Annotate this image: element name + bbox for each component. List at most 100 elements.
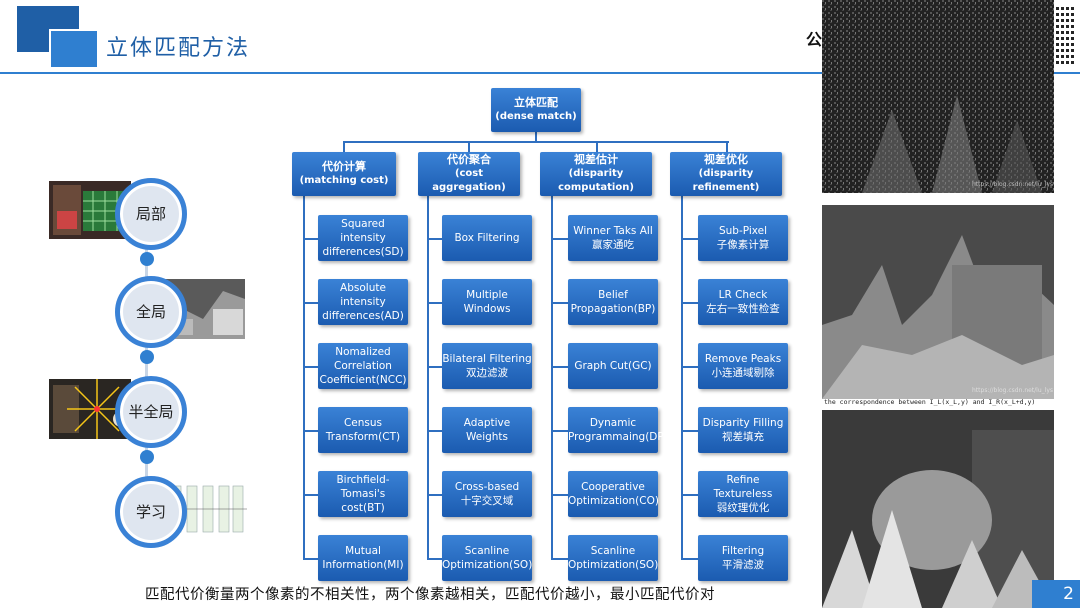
leaf-line-1: Scanline <box>464 545 510 557</box>
connector-line <box>681 430 698 432</box>
leaf-line-1: Refine Textureless <box>713 474 773 500</box>
connector-line <box>303 238 318 240</box>
leaf-lr-check: LR Check 左右一致性检查 <box>698 279 788 325</box>
header-decoration-light <box>49 29 99 69</box>
leaf-line-1: Squared intensity <box>340 218 386 244</box>
qr-code-pattern <box>1054 4 1076 64</box>
connector-line <box>551 238 568 240</box>
disp2-caption: the correspondence between I_L(x_L,y) an… <box>824 398 1036 406</box>
leaf-ad: Absolute intensity differences(AD) <box>318 279 408 325</box>
category-cost-aggregation: 代价聚合 (cost aggregation) <box>418 152 520 196</box>
leaf-line-1: Multiple Windows <box>463 289 511 315</box>
method-connector-dot <box>140 450 154 464</box>
disparity-image-noisy: https://blog.csdn.net/lu_lys <box>822 0 1054 193</box>
category-en: (disparity computation) <box>558 168 634 193</box>
leaf-line-1: Remove Peaks <box>704 353 782 365</box>
method-global: 全局 <box>115 276 187 348</box>
leaf-line-2: Programmaing(DP) <box>568 431 668 443</box>
connector-line <box>681 196 683 559</box>
leaf-gc: Graph Cut(GC) <box>568 343 658 389</box>
leaf-line-2: 弱纹理优化 <box>716 502 770 514</box>
connector-line <box>681 302 698 304</box>
leaf-line-1: Adaptive Weights <box>463 417 511 443</box>
header-divider <box>0 72 1080 74</box>
connector-line <box>303 430 318 432</box>
leaf-disparity-filling: Disparity Filling 视差填充 <box>698 407 788 453</box>
leaf-sd: Squared intensity differences(SD) <box>318 215 408 261</box>
leaf-line-1: Box Filtering <box>454 232 520 244</box>
leaf-box-filtering: Box Filtering <box>442 215 532 261</box>
leaf-line-1: Disparity Filling <box>702 417 784 429</box>
category-zh: 代价聚合 <box>447 153 491 166</box>
connector-line <box>427 196 429 559</box>
tree-root-node: 立体匹配 (dense match) <box>491 88 581 132</box>
method-track <box>145 200 148 530</box>
leaf-cross-based: Cross-based 十字交叉域 <box>442 471 532 517</box>
connector-line <box>551 558 568 560</box>
connector-line <box>551 302 568 304</box>
connector-line <box>596 141 598 152</box>
disp2-watermark: https://blog.csdn.net/lu_lys <box>972 387 1053 394</box>
leaf-wta: Winner Taks All 赢家通吃 <box>568 215 658 261</box>
leaf-line-1: Cooperative <box>581 481 645 493</box>
connector-line <box>551 366 568 368</box>
connector-line <box>427 238 442 240</box>
connector-line <box>427 494 442 496</box>
connector-line <box>427 366 442 368</box>
leaf-line-3: Coefficient(NCC) <box>319 374 407 386</box>
leaf-line-1: Bilateral Filtering <box>442 353 532 365</box>
leaf-ncc: Nomalized Correlation Coefficient(NCC) <box>318 343 408 389</box>
tree-root-zh: 立体匹配 <box>514 96 558 109</box>
connector-line <box>303 366 318 368</box>
leaf-bt: Birchfield-Tomasi's cost(BT) <box>318 471 408 517</box>
connector-line <box>343 141 729 143</box>
leaf-remove-peaks: Remove Peaks 小连通域剔除 <box>698 343 788 389</box>
header-corner-text: 公 <box>806 30 823 49</box>
leaf-line-2: Correlation <box>334 360 392 372</box>
leaf-line-1: Cross-based <box>454 481 520 493</box>
slide-caption: 匹配代价衡量两个像素的不相关性，两个像素越相关，匹配代价越小，最小匹配代价对 <box>145 587 715 603</box>
leaf-line-2: Optimization(SO) <box>568 559 659 571</box>
method-connector-dot <box>140 252 154 266</box>
leaf-adaptive-weights: Adaptive Weights <box>442 407 532 453</box>
category-matching-cost: 代价计算 (matching cost) <box>292 152 396 196</box>
method-semi-global: 半全局 <box>115 376 187 448</box>
leaf-line-1: Birchfield-Tomasi's <box>336 474 390 500</box>
disp1-watermark: https://blog.csdn.net/lu_lys <box>972 181 1053 188</box>
leaf-line-2: 十字交叉域 <box>460 495 514 507</box>
leaf-bilateral-filtering: Bilateral Filtering 双边滤波 <box>442 343 532 389</box>
leaf-line-2: Propagation(BP) <box>570 303 656 315</box>
connector-line <box>303 196 305 559</box>
leaf-scanline-disp: Scanline Optimization(SO) <box>568 535 658 581</box>
connector-line <box>427 302 442 304</box>
method-local: 局部 <box>115 178 187 250</box>
connector-line <box>303 302 318 304</box>
leaf-refine-textureless: Refine Textureless 弱纹理优化 <box>698 471 788 517</box>
leaf-line-2: Optimization(CO) <box>568 495 659 507</box>
leaf-line-2: 子像素计算 <box>716 239 770 251</box>
leaf-line-1: Mutual <box>345 545 381 557</box>
category-zh: 代价计算 <box>322 160 366 173</box>
disparity-image-refined: https://blog.csdn.net/lu_lys <box>822 205 1054 399</box>
leaf-line-1: Graph Cut(GC) <box>574 360 652 372</box>
leaf-line-2: 平滑滤波 <box>722 559 764 571</box>
leaf-line-2: Transform(CT) <box>325 431 401 443</box>
connector-line <box>303 494 318 496</box>
leaf-ct: Census Transform(CT) <box>318 407 408 453</box>
category-disparity-refinement: 视差优化 (disparity refinement) <box>670 152 782 196</box>
category-zh: 视差估计 <box>574 153 618 166</box>
leaf-line-2: 视差填充 <box>722 431 764 443</box>
connector-line <box>303 558 318 560</box>
connector-line <box>551 196 553 559</box>
connector-line <box>551 494 568 496</box>
leaf-line-1: LR Check <box>718 289 768 301</box>
method-learning: 学习 <box>115 476 187 548</box>
leaf-line-2: differences(AD) <box>322 310 404 322</box>
disparity-ground-truth <box>822 410 1054 608</box>
leaf-filtering: Filtering 平滑滤波 <box>698 535 788 581</box>
leaf-line-1: Absolute intensity <box>340 282 386 308</box>
category-disparity-computation: 视差估计 (disparity computation) <box>540 152 652 196</box>
category-en: (cost aggregation) <box>432 168 506 193</box>
category-en: (matching cost) <box>299 175 389 186</box>
connector-line <box>681 558 698 560</box>
